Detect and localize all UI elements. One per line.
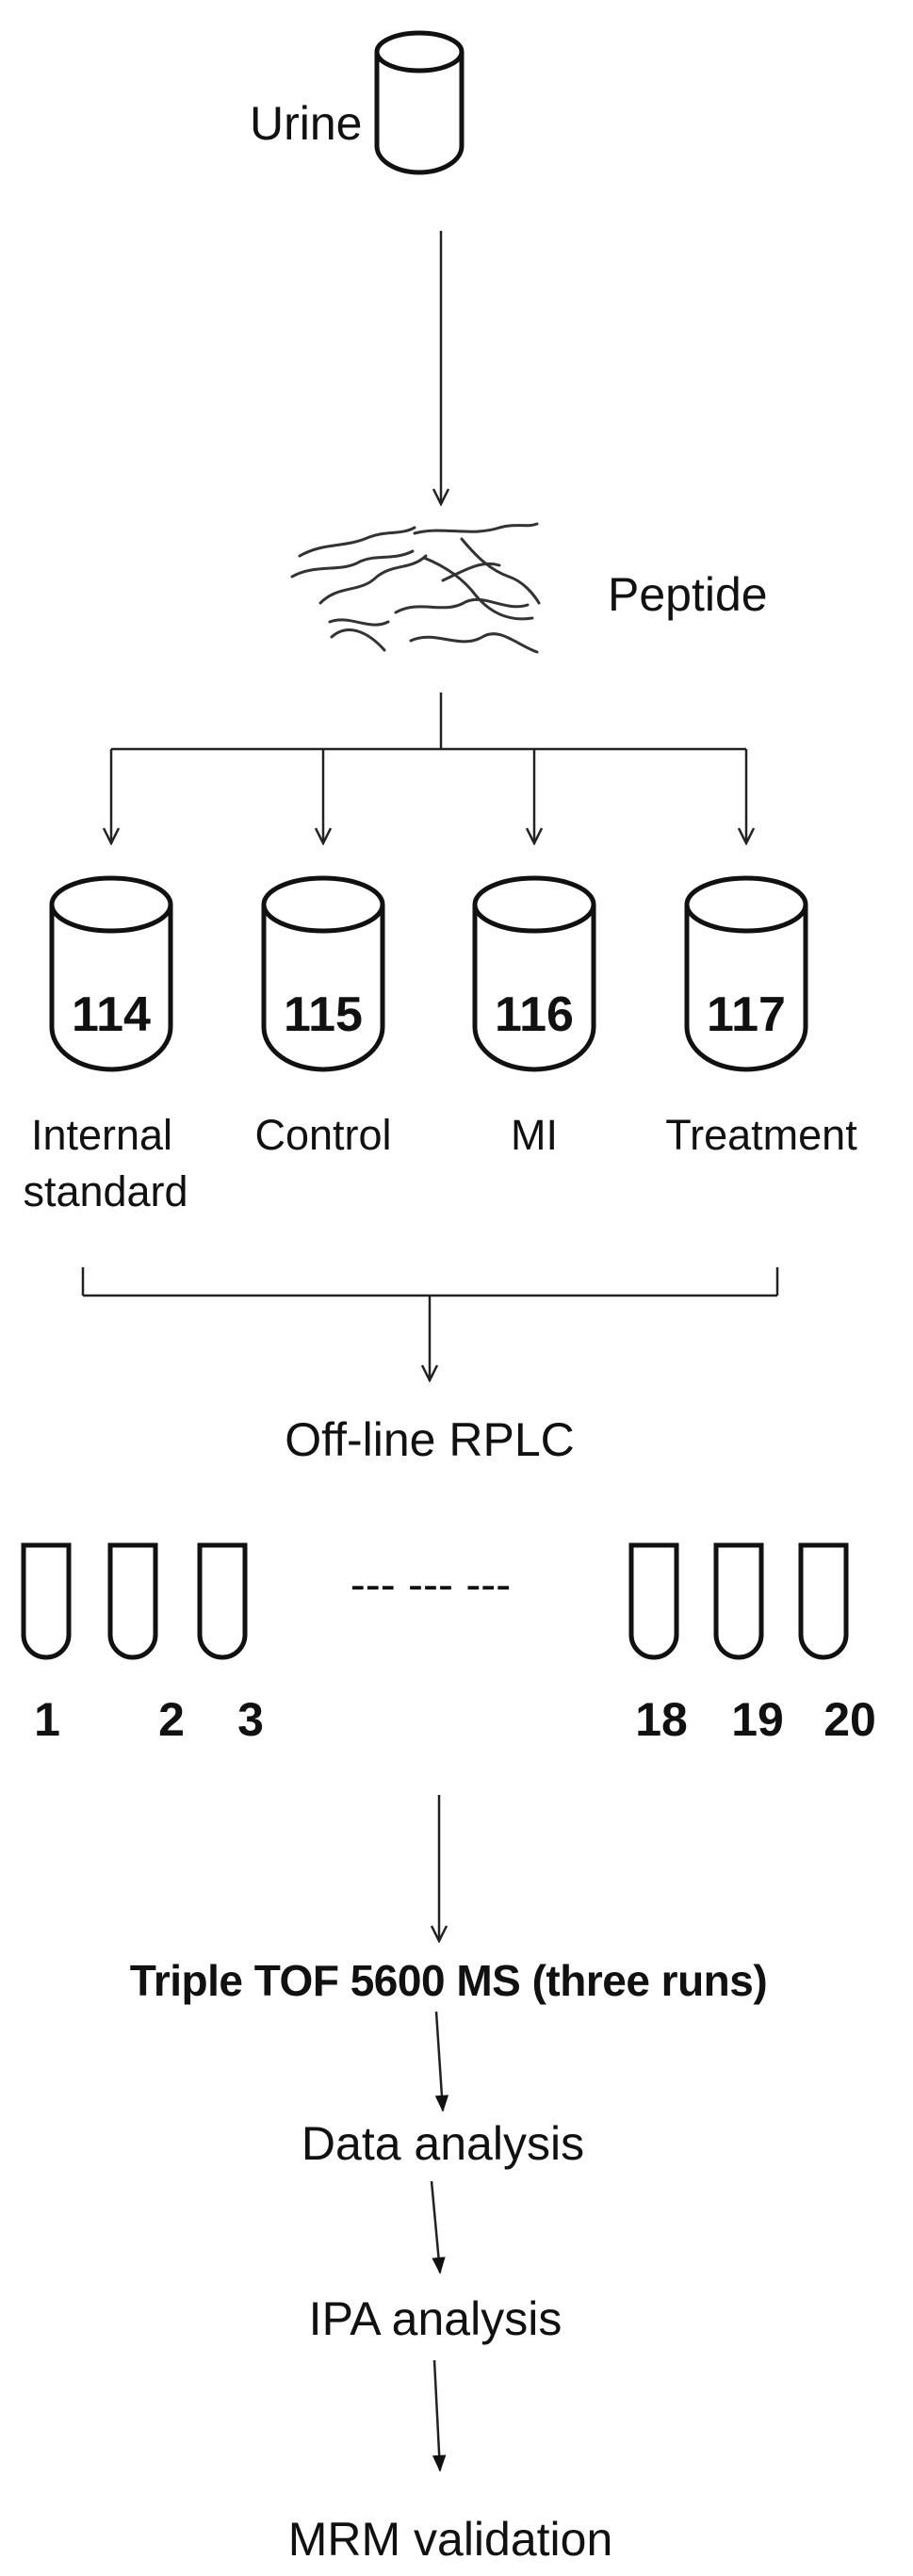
group-label-internal: Internal: [31, 1111, 172, 1159]
tube-tag: 114: [72, 987, 151, 1042]
data-analysis-label: Data analysis: [302, 2117, 584, 2170]
group-label-treatment: Treatment: [665, 1111, 857, 1159]
fraction-number: 3: [237, 1693, 264, 1746]
split-connector: [111, 693, 746, 843]
fraction-tubes: [21, 1542, 849, 1660]
merge-bracket: [81, 1267, 779, 1380]
peptide-icon: [290, 522, 541, 654]
tube-116: 116: [472, 875, 596, 1072]
group-label-control: Control: [254, 1111, 391, 1159]
fraction-tube: [197, 1542, 248, 1660]
ipa-analysis-label: IPA analysis: [309, 2292, 562, 2345]
mrm-validation-label: MRM validation: [288, 2513, 613, 2566]
arrow-data-to-ipa: [430, 2180, 446, 2274]
fraction-tube: [21, 1542, 72, 1660]
fraction-tube: [713, 1542, 764, 1660]
group-label-standard: standard: [23, 1167, 187, 1215]
group-label-mi: MI: [511, 1111, 558, 1159]
arrow-ipa-to-mrm: [432, 2359, 447, 2472]
tube-114: 114: [49, 875, 173, 1072]
tube-117: 117: [684, 875, 808, 1072]
ms-label: Triple TOF 5600 MS (three runs): [130, 1956, 767, 2005]
tube-tag: 115: [284, 987, 363, 1042]
arrow-ms-to-data: [434, 2011, 449, 2112]
fraction-number: 18: [635, 1693, 688, 1746]
tube-tag: 117: [707, 987, 786, 1042]
urine-label: Urine: [250, 97, 362, 150]
fraction-ellipsis: --- --- ---: [351, 1560, 512, 1610]
fraction-number: 19: [731, 1693, 784, 1746]
fraction-number: 20: [823, 1693, 876, 1746]
tube-115: 115: [261, 875, 385, 1072]
tube-tag: 116: [495, 987, 574, 1042]
fraction-tube: [798, 1542, 849, 1660]
rplc-label: Off-line RPLC: [285, 1413, 575, 1466]
fraction-number: 2: [158, 1693, 185, 1746]
fraction-tube: [628, 1542, 679, 1660]
fraction-tube: [107, 1542, 158, 1660]
fraction-number: 1: [34, 1693, 60, 1746]
urine-tube-icon: [374, 30, 465, 175]
peptide-label: Peptide: [608, 568, 768, 621]
